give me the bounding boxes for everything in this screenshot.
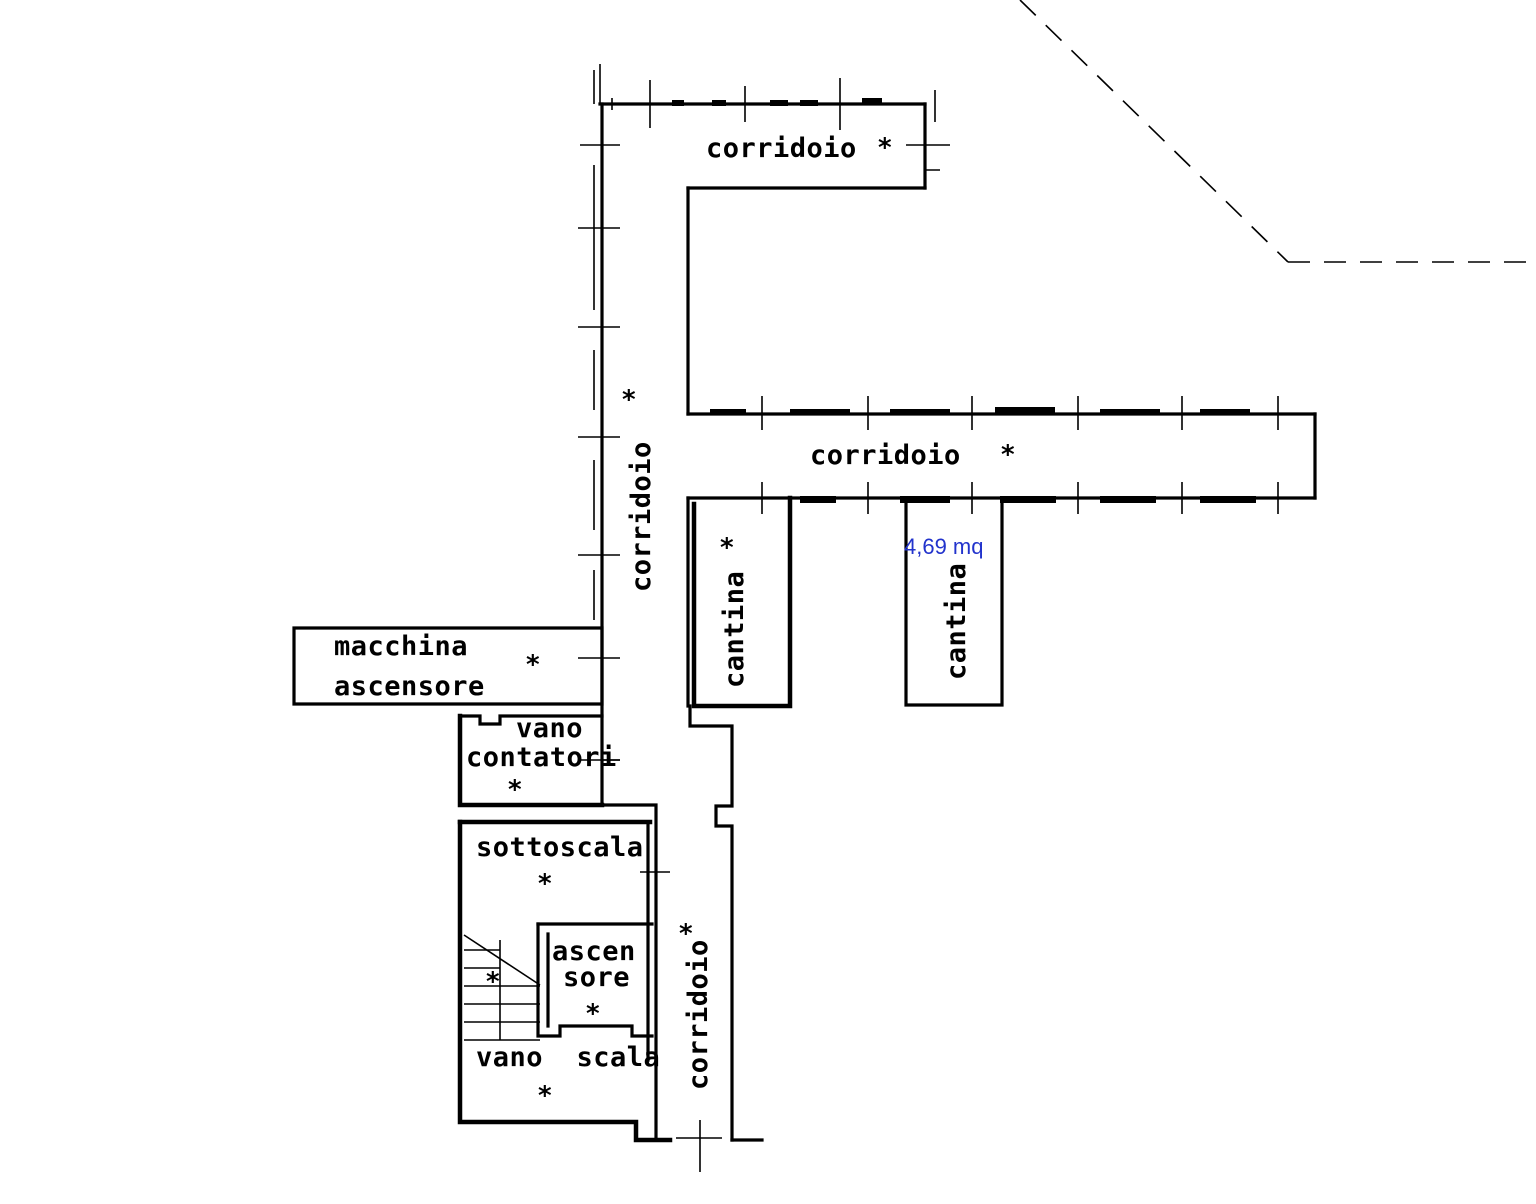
cantina-left-walls <box>686 495 793 709</box>
room-marker: * <box>878 133 892 163</box>
property-boundary-line <box>1019 0 1536 263</box>
room-label-corridoio-bottom: corridoio <box>683 939 714 1090</box>
room-label-macchina: macchina <box>334 631 468 662</box>
room-label-vano: vano <box>516 713 583 744</box>
room-marker: * <box>622 385 636 415</box>
corridor-top-walls <box>580 64 950 190</box>
room-label-contatori: contatori <box>466 742 617 773</box>
room-marker: * <box>720 533 734 563</box>
area-label: 4,69 mq <box>904 534 984 559</box>
room-label-corridoio-vertical: corridoio <box>626 441 657 592</box>
room-marker: * <box>1001 440 1015 470</box>
room-marker: * <box>526 650 540 680</box>
room-label-corridoio-middle: corridoio <box>810 440 961 471</box>
room-label-ascen: ascen <box>552 936 636 967</box>
room-marker: * <box>586 999 600 1029</box>
room-marker: * <box>486 967 500 997</box>
room-label-cantina-right: cantina <box>941 563 972 680</box>
corridor-bottom-walls <box>600 704 764 1172</box>
room-marker: * <box>679 919 693 949</box>
room-marker: * <box>538 869 552 899</box>
room-label-ascensore: ascensore <box>334 671 485 702</box>
room-label-sore: sore <box>563 962 630 993</box>
room-label-sottoscala: sottoscala <box>476 832 644 863</box>
cantina-right-walls <box>904 496 1004 707</box>
room-label-vano-scala: vano scala <box>476 1042 660 1073</box>
room-marker: * <box>508 775 522 805</box>
vano-contatori-walls <box>457 713 620 808</box>
room-label-cantina-left: cantina <box>719 571 750 688</box>
stair-treads <box>463 934 541 1041</box>
room-marker: * <box>538 1081 552 1111</box>
stair-block-walls <box>457 819 673 1143</box>
room-label-corridoio-top: corridoio <box>706 133 857 164</box>
macchina-ascensore-walls <box>292 626 604 706</box>
corridor-middle-walls <box>686 396 1317 514</box>
